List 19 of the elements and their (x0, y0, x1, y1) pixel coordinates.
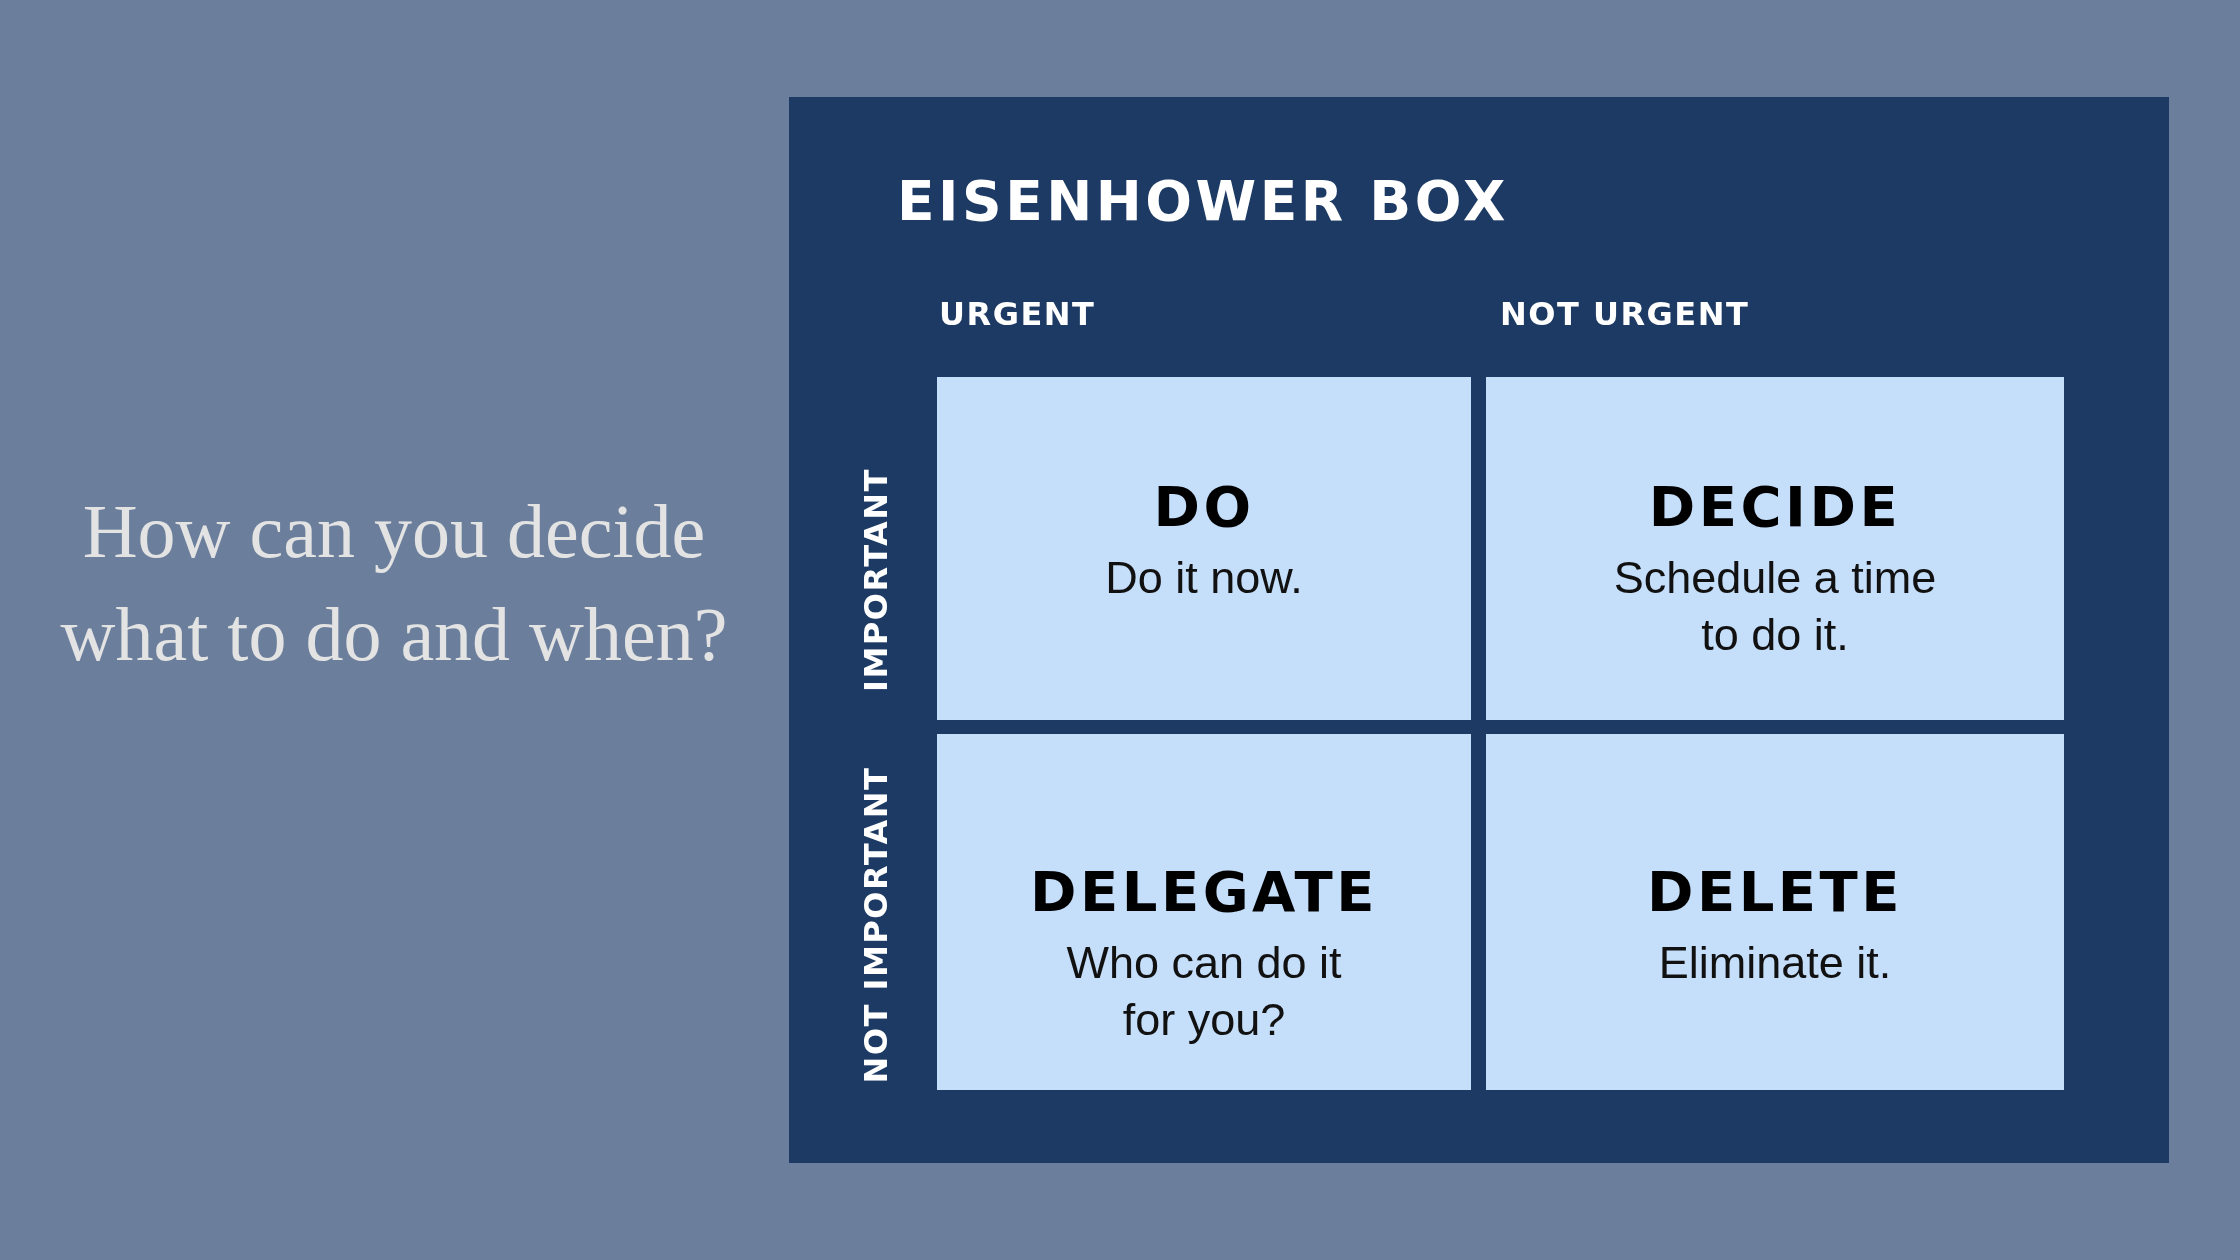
row-header: IMPORTANT (856, 468, 895, 692)
quadrant-card (937, 734, 1471, 1090)
quadrant-heading: DECIDE (1648, 475, 1902, 540)
row-header: NOT IMPORTANT (856, 766, 895, 1084)
quadrant-card (1486, 377, 2064, 720)
quadrant-heading: DO (1153, 475, 1255, 540)
quadrant-description: Eliminate it. (1658, 936, 1892, 991)
quadrant-description: Who can do it for you? (1065, 936, 1343, 1048)
matrix-panel (789, 97, 2169, 1163)
column-header: NOT URGENT (1500, 295, 1750, 333)
column-header: URGENT (939, 295, 1096, 333)
quadrant-card (937, 377, 1471, 720)
matrix-title: EISENHOWER BOX (897, 169, 1509, 233)
quadrant-description: Schedule a time to do it. (1612, 551, 1938, 663)
quadrant-heading: DELEGATE (1029, 860, 1379, 925)
quadrant-description: Do it now. (1105, 551, 1303, 606)
quadrant-card (1486, 734, 2064, 1090)
question-text: How can you decide what to do and when? (59, 488, 729, 678)
quadrant-heading: DELETE (1646, 860, 1904, 925)
